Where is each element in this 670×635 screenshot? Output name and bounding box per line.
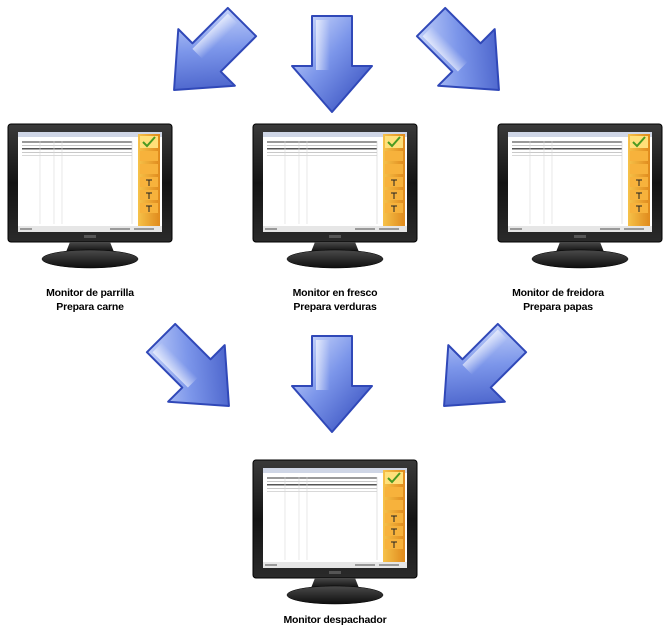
monitor-icon — [252, 459, 418, 605]
monitor-parrilla-title: Monitor de parrilla — [46, 287, 134, 299]
arrow-down-right-icon — [145, 322, 245, 422]
monitor-freidora-caption: Monitor de freidora Prepara papas — [448, 286, 668, 314]
arrow-down-left-icon — [415, 6, 515, 106]
monitor-despachador — [251, 458, 419, 608]
monitor-fresco-task: Prepara verduras — [293, 301, 377, 313]
monitor-fresco — [251, 122, 419, 272]
monitor-icon — [252, 123, 418, 269]
monitor-parrilla-task: Prepara carne — [56, 301, 124, 313]
monitor-icon — [7, 123, 173, 269]
monitor-despachador-caption: Monitor despachador — [225, 613, 445, 627]
monitor-freidora-task: Prepara papas — [523, 301, 593, 313]
monitor-freidora-title: Monitor de freidora — [512, 287, 604, 299]
monitor-despachador-title: Monitor despachador — [283, 614, 387, 626]
monitor-freidora — [496, 122, 664, 272]
arrow-down-icon — [291, 15, 373, 113]
monitor-fresco-caption: Monitor en fresco Prepara verduras — [225, 286, 445, 314]
arrow-down-icon — [291, 335, 373, 433]
arrow-down-left-icon — [428, 322, 528, 422]
monitor-fresco-title: Monitor en fresco — [292, 287, 378, 299]
arrow-down-right-icon — [158, 6, 258, 106]
monitor-parrilla — [6, 122, 174, 272]
monitor-icon — [497, 123, 663, 269]
monitor-parrilla-caption: Monitor de parrilla Prepara carne — [0, 286, 200, 314]
